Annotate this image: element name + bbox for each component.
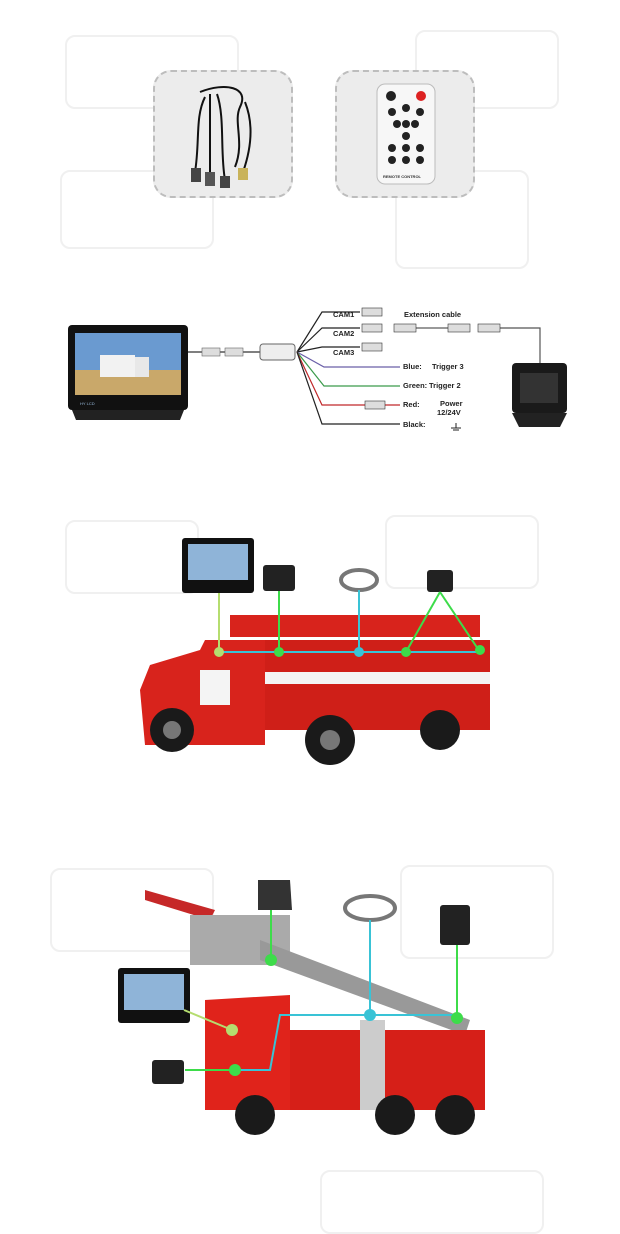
extension-cable-label: Extension cable bbox=[404, 310, 462, 319]
wiring-diagram: HY LCD CAM1 CAM2 CAM3 Extension cable Bl… bbox=[60, 295, 580, 440]
wiring-lines bbox=[68, 307, 567, 431]
cam2-label: CAM2 bbox=[333, 329, 355, 338]
ladder-truck-installation-diagram bbox=[118, 880, 485, 1135]
cable-harness-card bbox=[153, 70, 293, 198]
blue-wire-function: Trigger 3 bbox=[432, 362, 464, 371]
green-wire-function: Trigger 2 bbox=[429, 381, 461, 390]
green-wire-label: Green: bbox=[403, 381, 428, 390]
remote-label: REMOTE CONTROL bbox=[383, 174, 421, 179]
remote-control-icon bbox=[376, 83, 436, 185]
remote-control-card: REMOTE CONTROL bbox=[335, 70, 475, 198]
background-rv-outline bbox=[415, 30, 559, 109]
background-rv-outline-2 bbox=[400, 865, 554, 959]
red-wire-voltage: 12/24V bbox=[437, 408, 461, 417]
background-truck-outline bbox=[60, 170, 214, 249]
cable-harness-icon bbox=[191, 86, 252, 188]
red-wire-function: Power bbox=[440, 399, 463, 408]
cam1-label: CAM1 bbox=[333, 310, 355, 319]
fire-truck-installation-diagram bbox=[140, 538, 490, 765]
monitor-brand: HY LCD bbox=[80, 401, 95, 406]
black-wire-label: Black: bbox=[403, 420, 426, 429]
blue-wire-label: Blue: bbox=[403, 362, 422, 371]
background-truck-outline-2 bbox=[320, 1170, 544, 1234]
cam3-label: CAM3 bbox=[333, 348, 355, 357]
red-wire-label: Red: bbox=[403, 400, 420, 409]
background-forklift-outline bbox=[385, 515, 539, 589]
